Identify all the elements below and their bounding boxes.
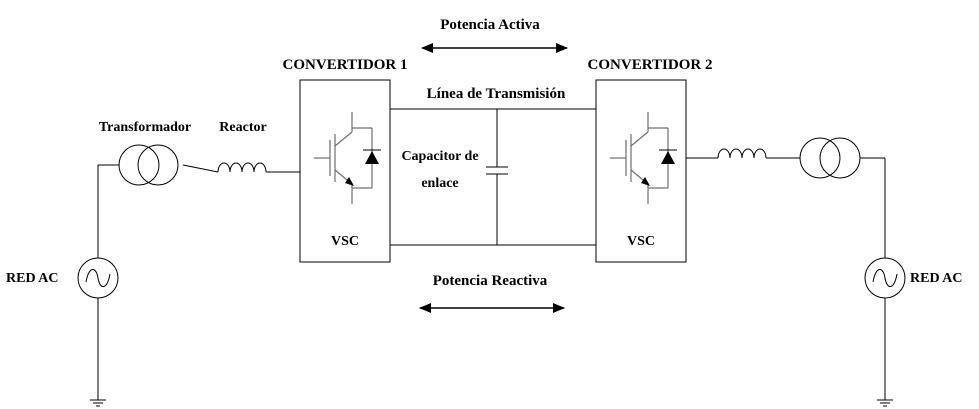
right-ground-icon bbox=[877, 399, 893, 407]
right-ac-side bbox=[686, 137, 906, 407]
igbt-2-icon bbox=[610, 112, 677, 204]
right-transformer-icon bbox=[799, 137, 861, 179]
grid-left-label: RED AC bbox=[6, 271, 59, 286]
capacitor-label-line2: enlace bbox=[421, 176, 458, 191]
converter-2-box bbox=[595, 79, 687, 263]
active-power-label: Potencia Activa bbox=[440, 17, 540, 33]
reactive-power-label: Potencia Reactiva bbox=[433, 273, 548, 289]
link-capacitor bbox=[486, 109, 508, 245]
transformer-label: Transformador bbox=[99, 120, 191, 135]
right-ac-source-icon bbox=[864, 257, 906, 299]
right-reactor-icon bbox=[717, 148, 767, 159]
vsc-1-label: VSC bbox=[331, 234, 359, 249]
left-reactor-icon bbox=[217, 162, 268, 173]
converter-1-box bbox=[299, 79, 391, 263]
grid-right-label: RED AC bbox=[910, 271, 963, 286]
left-ac-source-icon bbox=[77, 257, 119, 299]
reactor-label: Reactor bbox=[219, 120, 266, 135]
converter-1-label: CONVERTIDOR 1 bbox=[283, 57, 408, 73]
vsc-2-label: VSC bbox=[627, 234, 655, 249]
transmission-line-label: Línea de Transmisión bbox=[427, 86, 566, 102]
left-ac-side bbox=[77, 144, 300, 407]
capacitor-label-line1: Capacitor de bbox=[401, 149, 478, 164]
left-transformer-icon bbox=[118, 144, 179, 186]
converter-2-label: CONVERTIDOR 2 bbox=[588, 57, 713, 73]
left-ground-icon bbox=[90, 399, 106, 407]
igbt-1-icon bbox=[314, 112, 381, 204]
